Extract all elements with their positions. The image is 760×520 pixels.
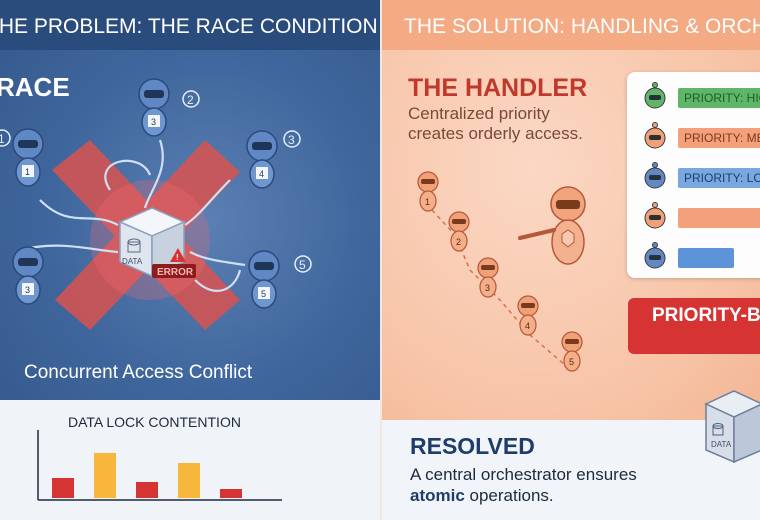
- chart-bar: [52, 478, 74, 498]
- queue-robot-number: 2: [456, 237, 461, 247]
- database-label: DATA: [711, 440, 732, 449]
- queue-robot-icon: 2: [448, 211, 470, 252]
- robot-number: 3: [151, 117, 156, 127]
- handler-title: THE HANDLER: [408, 74, 588, 102]
- priority-bar: [678, 208, 760, 228]
- robot-number: 1: [25, 167, 30, 177]
- database-icon: DATA: [118, 207, 186, 278]
- queue-robot-number: 5: [569, 357, 574, 367]
- priority-label: PRIORITY: LOW: [684, 171, 760, 185]
- priority-bar: PRIORITY: LOW: [678, 168, 760, 188]
- robot-icon: 5: [248, 250, 280, 309]
- chart-bar: [136, 482, 158, 498]
- priority-bar: PRIORITY: HIGH: [678, 88, 760, 108]
- error-badge: ! ERROR: [152, 248, 196, 278]
- robot-circled-number: 2: [187, 93, 194, 107]
- svg-text:!: !: [176, 253, 179, 262]
- chart-bar: [178, 463, 200, 498]
- resolved-text-suffix: operations.: [464, 486, 554, 505]
- priority-bar: PRIORITY: MEDIUM: [678, 128, 760, 148]
- panel-divider: [380, 0, 382, 520]
- chart-bar: [94, 453, 116, 498]
- priority-label: PRIORITY: MEDIUM: [684, 131, 760, 145]
- queue-robot-number: 1: [425, 197, 430, 207]
- priority-robot-icon: [644, 122, 666, 149]
- error-label: ERROR: [157, 267, 194, 278]
- resolved-text-prefix: A central orchestrator ensures: [410, 465, 637, 484]
- priority-robot-icon: [644, 202, 666, 229]
- database-icon: DATA: [704, 390, 760, 464]
- priority-bar: [678, 248, 734, 268]
- chart-title: DATA LOCK CONTENTION: [68, 414, 241, 430]
- priority-robot-icon: [644, 82, 666, 109]
- race-illustration: DATA ! ERROR 1 3 4: [0, 78, 312, 330]
- problem-caption: Concurrent Access Conflict: [24, 362, 253, 383]
- queue-robot-icon: 4: [517, 295, 539, 336]
- robot-icon: 3: [138, 78, 170, 137]
- robot-circled-number: 1: [0, 132, 5, 146]
- resolved-text: A central orchestrator ensures atomic op…: [410, 464, 690, 506]
- robot-icon: 4: [246, 130, 278, 189]
- conflict-arrows: [19, 139, 246, 292]
- robot-circled-number: 3: [288, 133, 295, 147]
- priority-label: PRIORITY: HIGH: [684, 91, 760, 105]
- robot-number: 4: [259, 169, 264, 179]
- solution-header: THE SOLUTION: HANDLING & ORCHESTRATION: [382, 0, 760, 50]
- resolved-text-bold: atomic: [410, 486, 465, 505]
- contention-chart: [37, 430, 282, 501]
- queue-robot-icon: 1: [417, 171, 439, 212]
- robot-circled-number: 5: [299, 258, 306, 272]
- robot-icon: 3: [12, 246, 44, 305]
- handler-robot-icon: [518, 186, 586, 265]
- queue-robot-number: 3: [485, 283, 490, 293]
- problem-header: THE PROBLEM: THE RACE CONDITION: [0, 0, 380, 50]
- resolved-panel: [382, 420, 760, 520]
- orchestration-button[interactable]: PRIORITY-BASED ORCHESTRATION: [628, 298, 760, 354]
- priority-robot-icons: [644, 82, 666, 269]
- priority-robot-icon: [644, 162, 666, 189]
- handler-illustration: 1 2 3 4 5: [417, 171, 586, 372]
- handler-subtitle: Centralized priority creates orderly acc…: [408, 104, 583, 143]
- resolved-title: RESOLVED: [410, 433, 535, 459]
- database-label: DATA: [122, 257, 143, 266]
- queue-robot-number: 4: [525, 321, 530, 331]
- robot-number: 3: [25, 285, 30, 295]
- robot-number: 5: [261, 289, 266, 299]
- queue-robot-icon: 5: [561, 331, 583, 372]
- chart-bar: [220, 489, 242, 498]
- robot-icon: 1: [12, 128, 44, 187]
- queue-robot-icon: 3: [477, 257, 499, 298]
- race-label: RACE: [0, 72, 70, 102]
- priority-robot-icon: [644, 242, 666, 269]
